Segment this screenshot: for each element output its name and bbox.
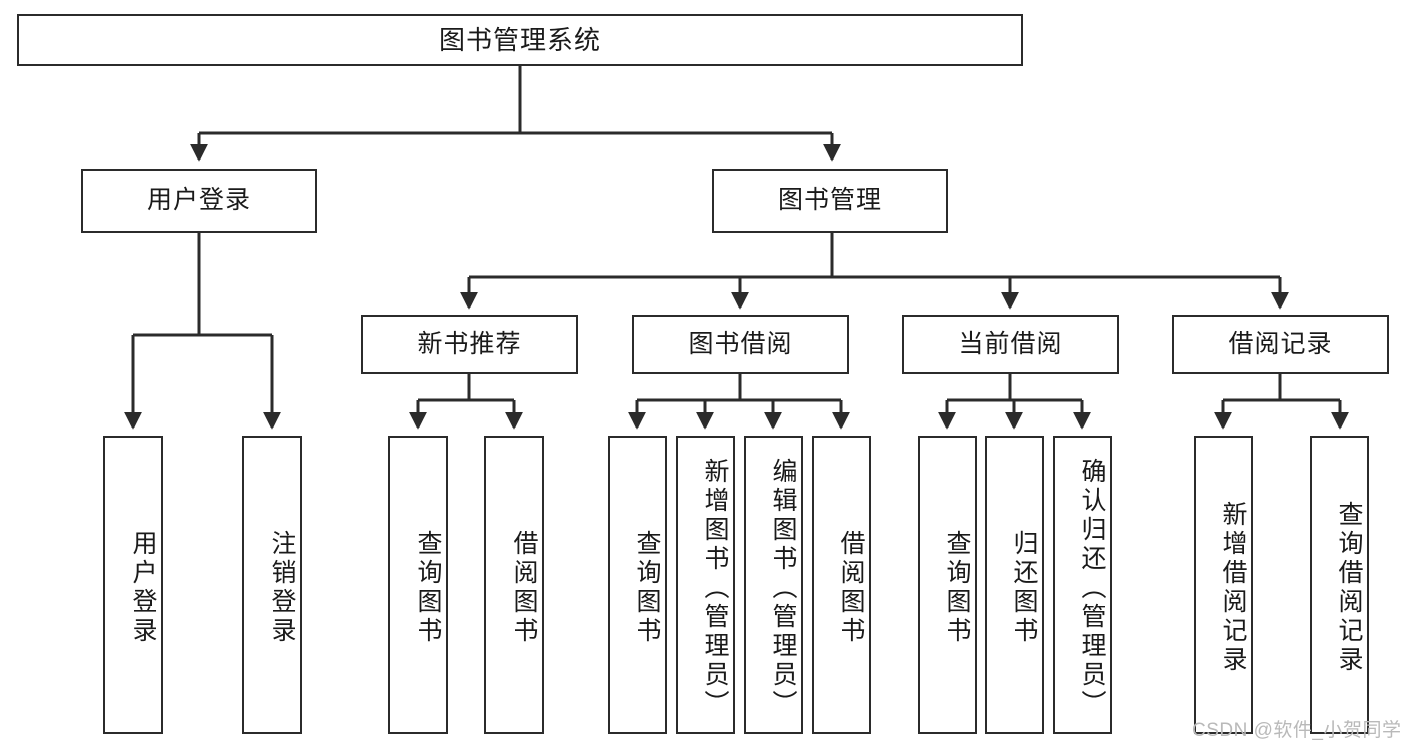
node-book-management[interactable]: 图书管理: [712, 169, 948, 233]
node-label: 用户登录: [129, 530, 157, 646]
leaf-recommend-query-book[interactable]: 查询图书: [388, 436, 448, 734]
node-label: 新增借阅记录: [1219, 501, 1247, 675]
node-label: 确认归还（管理员）: [1078, 457, 1106, 719]
leaf-borrow-borrow-book[interactable]: 借阅图书: [812, 436, 871, 734]
leaf-record-add-record[interactable]: 新增借阅记录: [1194, 436, 1253, 734]
leaf-recommend-borrow-book[interactable]: 借阅图书: [484, 436, 544, 734]
leaf-user-login-logout[interactable]: 注销登录: [242, 436, 302, 734]
csdn-watermark: CSDN @软件_小贺同学: [1192, 720, 1402, 741]
leaf-borrow-edit-book-admin[interactable]: 编辑图书（管理员）: [744, 436, 803, 734]
node-label: 用户登录: [146, 186, 251, 215]
leaf-borrow-add-book-admin[interactable]: 新增图书（管理员）: [676, 436, 735, 734]
node-label: 归还图书: [1010, 530, 1038, 646]
node-label: 查询图书: [633, 530, 661, 646]
node-new-book-recommend[interactable]: 新书推荐: [361, 315, 578, 374]
node-label: 编辑图书（管理员）: [769, 457, 797, 719]
node-book-borrow[interactable]: 图书借阅: [632, 315, 849, 374]
leaf-current-confirm-return-admin[interactable]: 确认归还（管理员）: [1053, 436, 1112, 734]
node-label: 图书管理: [777, 186, 882, 215]
leaf-current-return-book[interactable]: 归还图书: [985, 436, 1044, 734]
node-label: 查询图书: [414, 530, 442, 646]
leaf-borrow-query-book[interactable]: 查询图书: [608, 436, 667, 734]
node-label: 图书借阅: [688, 329, 793, 358]
leaf-record-query-record[interactable]: 查询借阅记录: [1310, 436, 1369, 734]
node-user-login[interactable]: 用户登录: [81, 169, 317, 233]
node-label: 借阅图书: [510, 530, 538, 646]
node-label: 借阅记录: [1228, 329, 1333, 358]
node-label: 图书管理系统: [438, 24, 601, 55]
node-label: 注销登录: [268, 530, 296, 646]
node-root-system[interactable]: 图书管理系统: [17, 14, 1023, 66]
node-label: 查询图书: [943, 530, 971, 646]
leaf-current-query-book[interactable]: 查询图书: [918, 436, 977, 734]
node-label: 新增图书（管理员）: [701, 457, 729, 719]
leaf-user-login-login[interactable]: 用户登录: [103, 436, 163, 734]
node-label: 新书推荐: [417, 329, 522, 358]
node-current-borrow[interactable]: 当前借阅: [902, 315, 1119, 374]
node-label: 借阅图书: [837, 530, 865, 646]
node-label: 查询借阅记录: [1335, 501, 1363, 675]
node-label: 当前借阅: [958, 329, 1063, 358]
node-borrow-record[interactable]: 借阅记录: [1172, 315, 1389, 374]
